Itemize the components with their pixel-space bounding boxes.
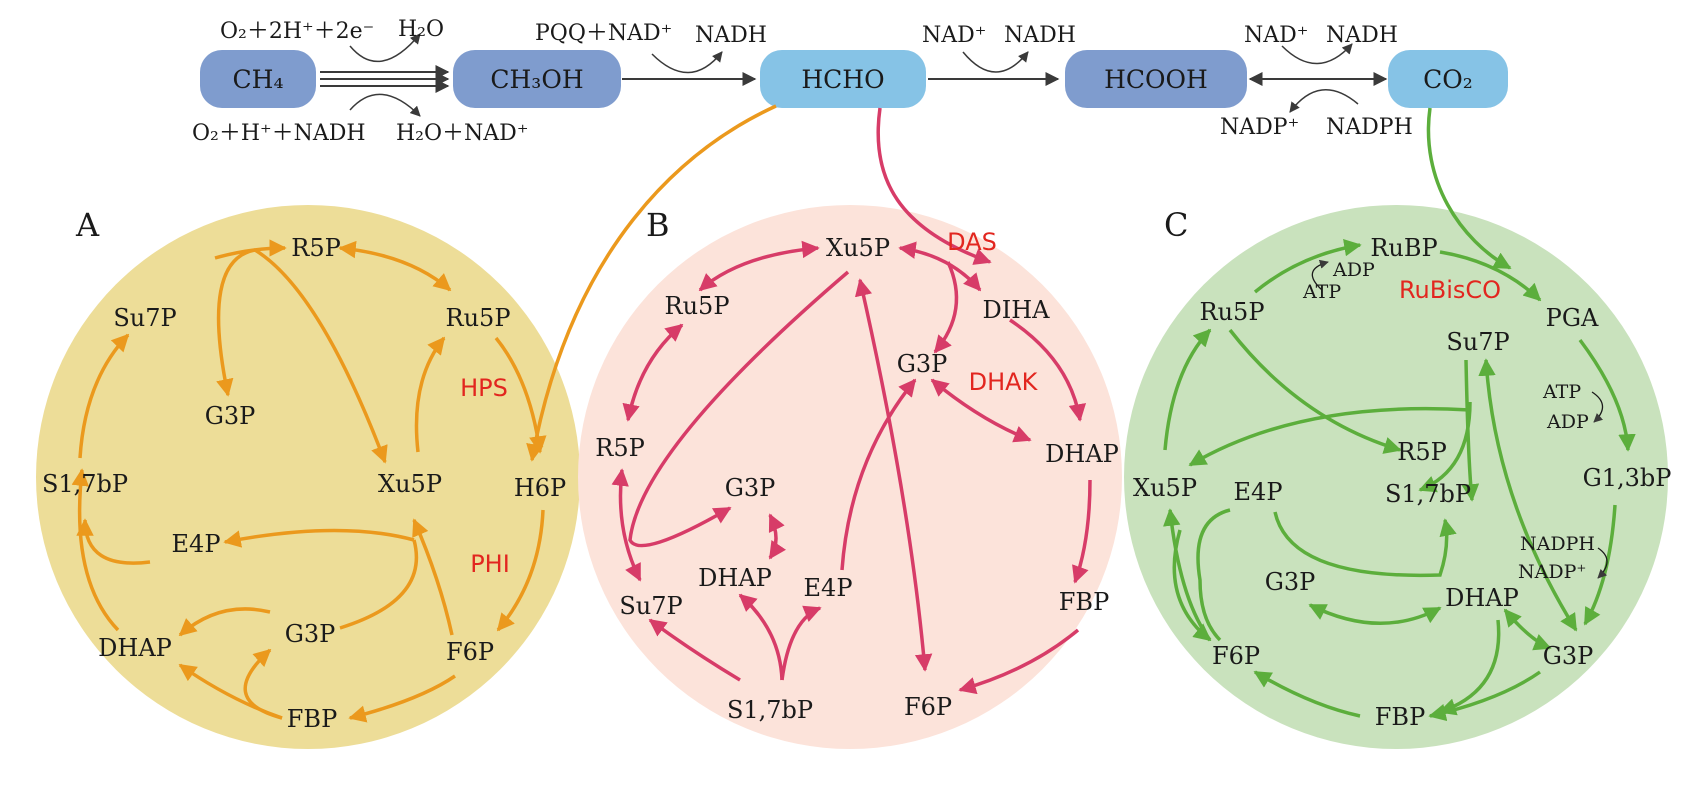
panel-c-letter: C xyxy=(1164,206,1188,244)
b-dhap-center: DHAP xyxy=(698,564,772,592)
panel-b-arrows xyxy=(611,240,1092,695)
a-xu5p: Xu5P xyxy=(378,470,442,498)
cofactor-h2o-nad: H₂O＋NAD⁺ xyxy=(396,121,528,146)
a-dhap: DHAP xyxy=(98,634,172,662)
link-co2-to-panel-c xyxy=(1426,107,1512,270)
a-s17bp: S1,7bP xyxy=(42,470,128,498)
b-s17bp: S1,7bP xyxy=(727,696,813,724)
c-su7p: Su7P xyxy=(1446,328,1509,356)
panel-a-arrows xyxy=(71,239,547,723)
node-ch3oh xyxy=(453,50,621,108)
a-g3p-top: G3P xyxy=(205,402,256,430)
a-fbp: FBP xyxy=(287,705,337,733)
c-cofactor-adp-1: ADP xyxy=(1332,259,1375,281)
cofactor-nad-3: NAD⁺ xyxy=(1244,23,1308,48)
c-s17bp: S1,7bP xyxy=(1385,480,1471,508)
a-h6p: H6P xyxy=(514,474,566,502)
cofactor-nad-2: NAD⁺ xyxy=(922,23,986,48)
b-xu5p: Xu5P xyxy=(826,234,890,262)
a-e4p: E4P xyxy=(172,530,221,558)
a-f6p: F6P xyxy=(446,638,494,666)
a-enzyme-hps: HPS xyxy=(460,374,508,402)
cofactor-nadh-2: NADH xyxy=(1004,23,1076,48)
node-ch4-label: CH₄ xyxy=(233,65,284,94)
node-ch4 xyxy=(200,50,316,108)
top-pathway: CH₄ CH₃OH HCHO HCOOH CO₂ O₂＋2H⁺＋2e⁻ H₂O … xyxy=(192,17,1508,146)
c-r5p: R5P xyxy=(1397,438,1447,466)
b-enzyme-das: DAS xyxy=(947,228,997,256)
b-e4p: E4P xyxy=(804,574,853,602)
b-r5p: R5P xyxy=(595,434,645,462)
a-ru5p: Ru5P xyxy=(446,304,511,332)
panel-c-cofactor-curves xyxy=(1311,259,1608,579)
b-g3p-right: G3P xyxy=(897,350,948,378)
a-su7p: Su7P xyxy=(113,304,176,332)
panel-a-letter: A xyxy=(75,206,100,244)
b-f6p: F6P xyxy=(904,693,952,721)
cofactor-nadh-3: NADH xyxy=(1326,23,1398,48)
c-fbp: FBP xyxy=(1375,703,1425,731)
b-fbp: FBP xyxy=(1059,588,1109,616)
node-hcho xyxy=(760,50,926,108)
panel-c-labels: C RuBP ADP ATP RuBisCO Ru5P PGA Su7P ATP… xyxy=(1133,206,1671,731)
c-ru5p: Ru5P xyxy=(1200,298,1265,326)
c-rubp: RuBP xyxy=(1370,234,1437,262)
cofactor-pqq-nad: PQQ＋NAD⁺ xyxy=(535,21,672,46)
c-cofactor-nadp: NADP⁺ xyxy=(1518,561,1586,583)
a-r5p: R5P xyxy=(291,234,341,262)
b-g3p-center: G3P xyxy=(725,474,776,502)
c-enzyme-rubisco: RuBisCO xyxy=(1399,276,1501,304)
c-cofactor-nadph: NADPH xyxy=(1520,533,1595,555)
b-su7p: Su7P xyxy=(619,592,682,620)
c-cofactor-atp-2: ATP xyxy=(1542,381,1581,403)
c-g3p-left: G3P xyxy=(1265,568,1316,596)
c-f6p: F6P xyxy=(1212,642,1260,670)
cofactor-nadph: NADPH xyxy=(1326,115,1413,140)
link-hcho-to-panel-a xyxy=(526,104,777,462)
c-g13bp: G1,3bP xyxy=(1583,464,1672,492)
b-diha: DIHA xyxy=(983,296,1051,324)
node-hcooh-label: HCOOH xyxy=(1104,65,1208,94)
b-dhap-right: DHAP xyxy=(1045,440,1119,468)
cofactor-nadp: NADP⁺ xyxy=(1220,115,1299,140)
c-cofactor-adp-2: ADP xyxy=(1546,411,1589,433)
c-e4p: E4P xyxy=(1234,478,1283,506)
cofactor-nadh-1: NADH xyxy=(695,23,767,48)
a-enzyme-phi: PHI xyxy=(470,550,510,578)
panel-b-circle xyxy=(578,205,1122,749)
panel-b-labels: B Xu5P DAS Ru5P DIHA G3P DHAK R5P DHAP G… xyxy=(595,206,1119,724)
a-g3p-bottom: G3P xyxy=(285,620,336,648)
panel-b-letter: B xyxy=(646,206,670,244)
node-ch3oh-label: CH₃OH xyxy=(490,65,583,94)
c-xu5p: Xu5P xyxy=(1133,474,1197,502)
b-enzyme-dhak: DHAK xyxy=(969,368,1039,396)
cofactor-o2-h-nadh: O₂＋H⁺＋NADH xyxy=(192,121,366,146)
cofactor-o2-2h-2e: O₂＋2H⁺＋2e⁻ xyxy=(220,19,374,44)
cofactor-h2o-a: H₂O xyxy=(398,17,444,42)
c-dhap: DHAP xyxy=(1445,584,1519,612)
node-hcooh xyxy=(1065,50,1247,108)
c-pga: PGA xyxy=(1546,304,1599,332)
node-co2 xyxy=(1388,50,1508,108)
node-co2-label: CO₂ xyxy=(1423,65,1473,94)
panel-c-arrows xyxy=(1163,238,1636,722)
c-g3p-right: G3P xyxy=(1543,642,1594,670)
c-cofactor-atp-1: ATP xyxy=(1302,281,1341,303)
node-hcho-label: HCHO xyxy=(801,65,884,94)
b-ru5p: Ru5P xyxy=(665,292,730,320)
panel-a-labels: A R5P Su7P Ru5P G3P HPS S1,7bP Xu5P H6P … xyxy=(42,206,566,733)
